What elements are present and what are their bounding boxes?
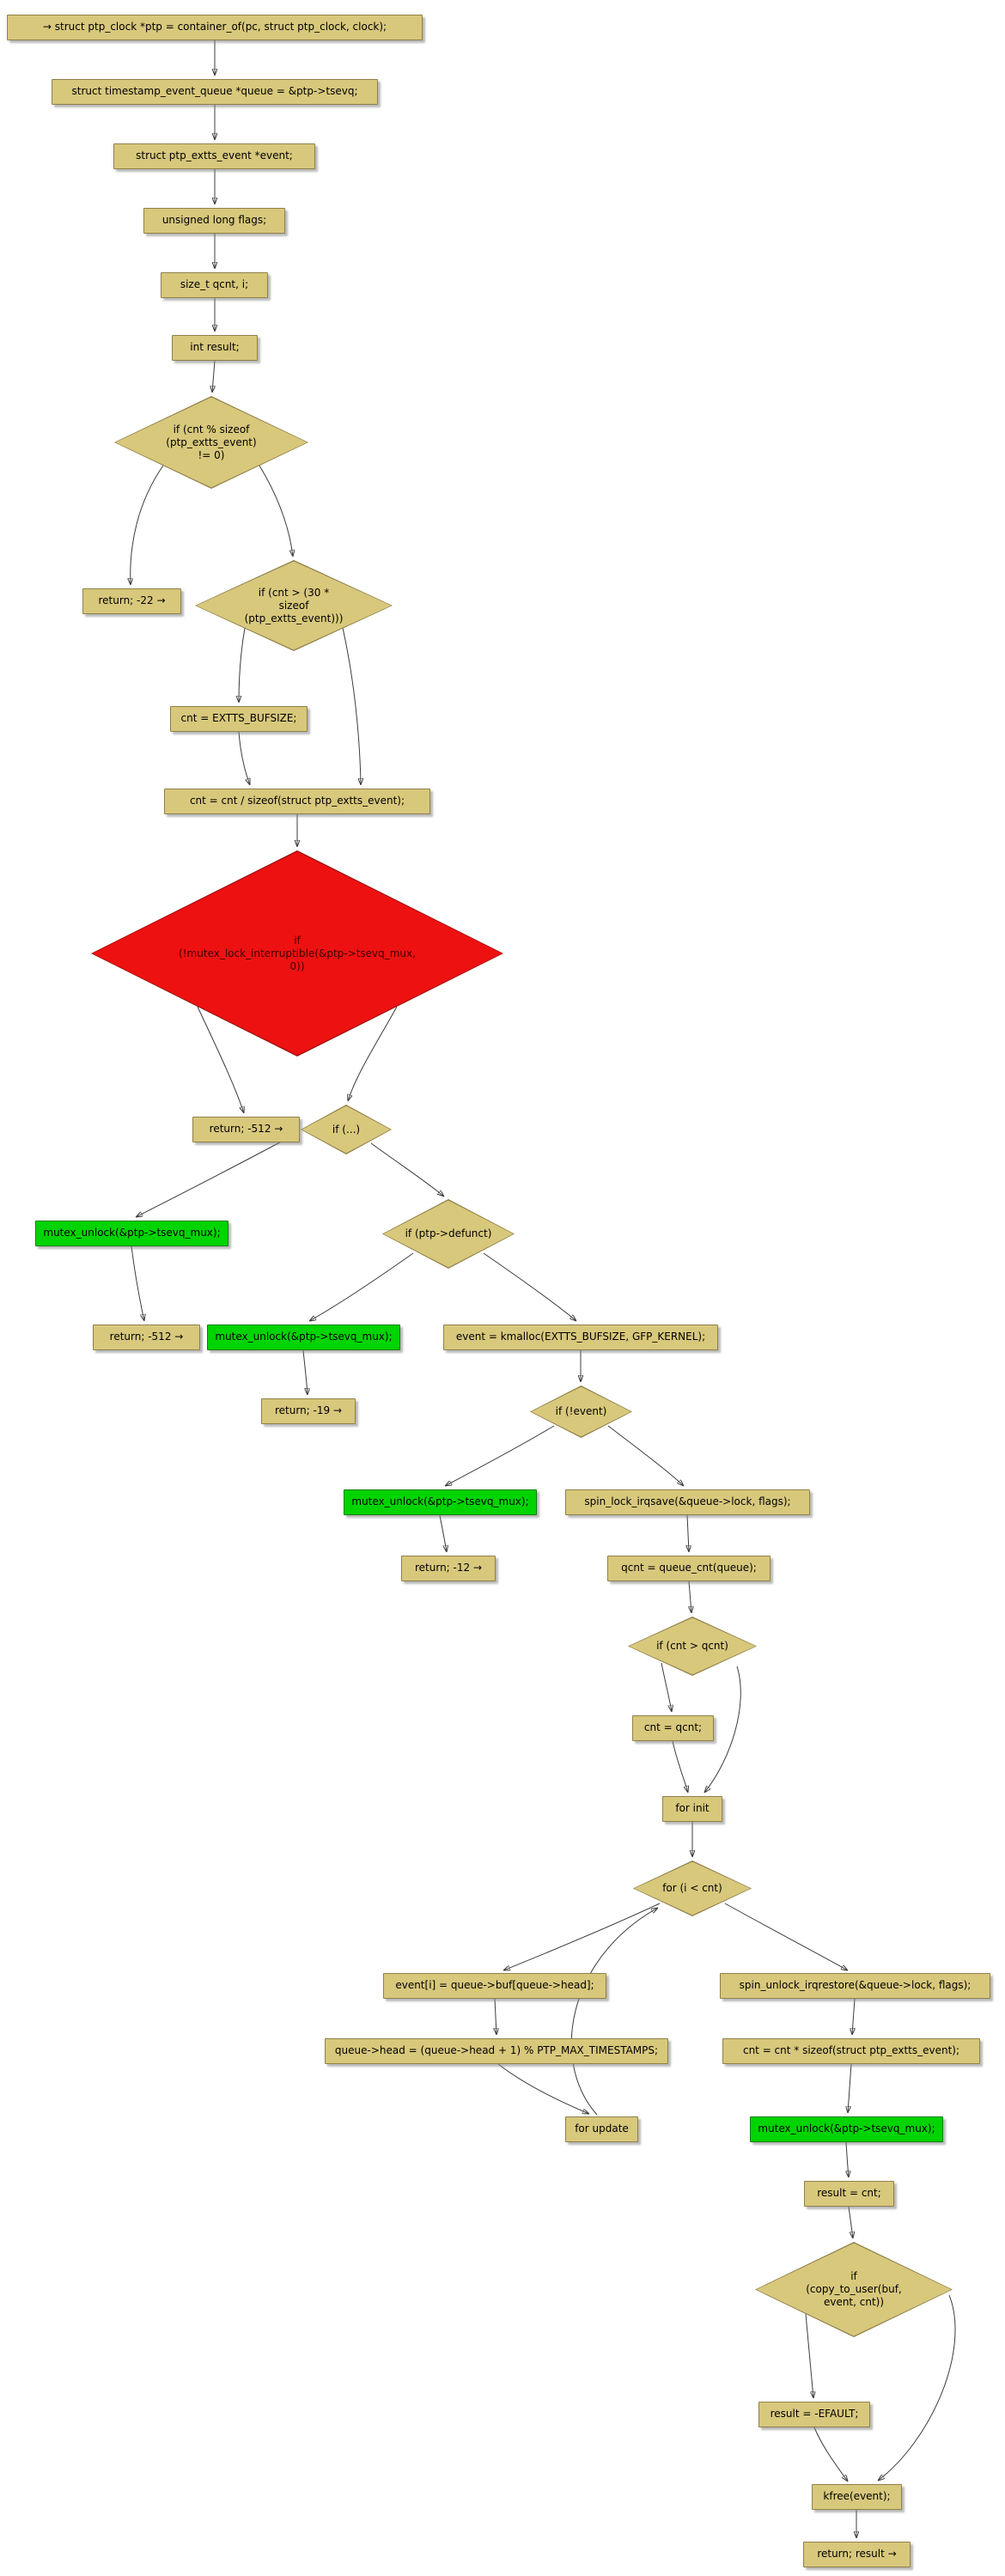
edge-condgtqcnt-forinit (704, 1666, 741, 1793)
edge-unlock1-return512b (131, 1245, 144, 1321)
node-return-result: return; result → (803, 2542, 911, 2567)
edge-ellipsis-unlock1 (136, 1131, 300, 1217)
node-spin-lock: spin_lock_irqsave(&queue->lock, flags); (565, 1489, 810, 1515)
node-mutex-unlock-4: mutex_unlock(&ptp->tsevq_mux); (750, 2116, 943, 2142)
node-spin-unlock: spin_unlock_irqrestore(&queue->lock, fla… (720, 1973, 990, 1999)
node-cnt-div: cnt = cnt / sizeof(struct ptp_extts_even… (164, 789, 430, 814)
cond-cnt-gt-bufsize: if (cnt > (30 * sizeof (ptp_extts_event)… (195, 560, 393, 651)
node-event-assign: event[i] = queue->buf[queue->head]; (383, 1973, 606, 1999)
node-decl-event: struct ptp_extts_event *event; (113, 143, 315, 169)
node-decl-flags: unsigned long flags; (143, 208, 285, 234)
edge-cnteqqcnt-forinit (672, 1740, 688, 1793)
node-decl-queue: struct timestamp_event_queue *queue = &p… (52, 79, 378, 105)
node-result-efault: result = -EFAULT; (758, 2402, 870, 2427)
edge-unlock2-return19 (302, 1349, 308, 1395)
edge-forupdate-forcond (570, 1908, 658, 2116)
node-cnt-eq-qcnt: cnt = qcnt; (632, 1715, 714, 1741)
cond-label: if (...) (332, 1123, 361, 1136)
cond-not-event: if (!event) (530, 1385, 632, 1438)
cond-label: for (i < cnt) (662, 1882, 722, 1894)
node-entry: → struct ptp_clock *ptp = container_of(p… (7, 15, 423, 40)
cond-label: if (ptp->defunct) (405, 1227, 492, 1239)
edge-result-condmod (212, 360, 215, 393)
node-queue-head: queue->head = (queue->head + 1) % PTP_MA… (325, 2038, 668, 2064)
cond-mutex-lock-interruptible: if (!mutex_lock_interruptible(&ptp->tsev… (91, 850, 503, 1057)
node-return-512-b: return; -512 → (93, 1325, 200, 1350)
node-return-512-a: return; -512 → (192, 1117, 300, 1142)
edge-resultcnt-copytouser (848, 2206, 853, 2238)
edge-qcnt-condgtqcnt (689, 1580, 691, 1613)
edge-efault-kfree (813, 2427, 848, 2482)
node-kfree: kfree(event); (812, 2484, 902, 2510)
node-mutex-unlock-1: mutex_unlock(&ptp->tsevq_mux); (35, 1221, 228, 1246)
edge-bufsize-cntdiv (238, 731, 250, 785)
node-decl-qcnt-i: size_t qcnt, i; (161, 272, 268, 298)
node-cnt-mul: cnt = cnt * sizeof(struct ptp_extts_even… (722, 2038, 980, 2064)
edge-condgt-cntdiv (342, 627, 361, 785)
edge-unlock4-resultcnt (846, 2141, 849, 2177)
cond-label: if (cnt > (30 * sizeof (ptp_extts_event)… (244, 586, 344, 624)
node-kmalloc: event = kmalloc(EXTTS_BUFSIZE, GFP_KERNE… (443, 1325, 718, 1350)
cond-label: if (cnt > qcnt) (656, 1640, 728, 1652)
cond-label: if (!mutex_lock_interruptible(&ptp->tsev… (179, 934, 416, 972)
node-return-12: return; -12 → (401, 1556, 496, 1581)
node-result-cnt: result = cnt; (804, 2181, 894, 2207)
node-return-22: return; -22 → (82, 588, 181, 614)
cond-for-loop: for (i < cnt) (633, 1860, 752, 1916)
cond-ellipsis: if (...) (301, 1105, 392, 1154)
edge-eventassign-queuehead (495, 1998, 496, 2035)
node-cnt-bufsize: cnt = EXTTS_BUFSIZE; (170, 706, 308, 732)
node-mutex-unlock-3: mutex_unlock(&ptp->tsevq_mux); (344, 1489, 537, 1515)
node-return-19: return; -19 → (261, 1398, 356, 1424)
node-for-init: for init (662, 1796, 722, 1822)
edge-spinunlock-cntmul (852, 1998, 855, 2035)
cond-label: if (!event) (555, 1405, 607, 1417)
cond-label: if (cnt % sizeof (ptp_extts_event) != 0) (166, 423, 257, 461)
node-decl-result: int result; (172, 335, 258, 361)
edge-unlock3-return12 (439, 1514, 447, 1552)
cond-copy-to-user: if (copy_to_user(buf, event, cnt)) (755, 2242, 953, 2337)
edge-queuehead-forupdate (497, 2063, 589, 2114)
node-mutex-unlock-2: mutex_unlock(&ptp->tsevq_mux); (207, 1325, 400, 1350)
cond-cnt-mod-sizeof: if (cnt % sizeof (ptp_extts_event) != 0) (114, 396, 308, 489)
edge-spinlock-qcnt (687, 1514, 689, 1552)
cond-defunct: if (ptp->defunct) (382, 1199, 515, 1269)
node-for-update: for update (565, 2116, 638, 2142)
cond-cnt-gt-qcnt: if (cnt > qcnt) (628, 1617, 757, 1676)
node-qcnt-queue-cnt: qcnt = queue_cnt(queue); (607, 1556, 770, 1581)
edge-copytouser-kfree (878, 2294, 956, 2481)
cond-label: if (copy_to_user(buf, event, cnt)) (806, 2270, 902, 2308)
edge-cntmul-unlock4 (848, 2063, 852, 2113)
